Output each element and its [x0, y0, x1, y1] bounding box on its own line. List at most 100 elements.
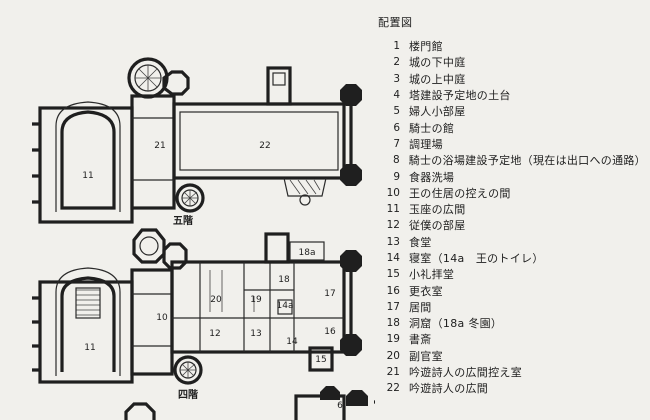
room-21-wall	[130, 94, 176, 210]
legend-item: 18 洞窟（18a 冬園）	[378, 315, 646, 331]
legend-item: 19 書斎	[378, 331, 646, 347]
grand-staircase	[76, 289, 100, 316]
throne-hall-wall	[38, 106, 134, 224]
legend-label: 洞窟（18a 冬園）	[409, 317, 503, 331]
legend-label: 食器洗場	[409, 170, 455, 184]
octagon-stair-4	[132, 228, 166, 264]
legend-num: 5	[393, 105, 400, 118]
legend-num: 1	[393, 40, 400, 53]
room-num-14a: 14a	[277, 301, 294, 311]
legend-num: 6	[393, 121, 400, 134]
legend-item: 7 調理場	[378, 136, 646, 152]
room-num-11: 11	[82, 171, 93, 181]
legend-label: 居間	[409, 300, 432, 314]
legend-label: 吟遊詩人の広間	[409, 382, 489, 396]
room-num-11-4: 11	[84, 343, 95, 353]
legend-item: 2 城の下中庭	[378, 54, 646, 70]
fourth-floor-plan: 18a 18 20 19 14a 17 10 11 12 13 14 16 15…	[32, 228, 362, 401]
legend-label: 書斎	[409, 333, 432, 347]
floor-plans: 11 21 22 五階	[32, 57, 375, 420]
spiral-stair-lower	[175, 183, 205, 213]
room-num-14: 14	[286, 337, 298, 347]
legend-label: 楼門館	[409, 40, 443, 54]
legend-item: 3 城の上中庭	[378, 71, 646, 87]
lower-floor-plan-partial: 6	[124, 386, 375, 420]
legend-item: 8 騎士の浴場建設予定地（現在は出口への通路）	[378, 152, 646, 168]
legend-num: 12	[386, 219, 400, 232]
spiral-stair-4-lower	[173, 355, 203, 385]
room-num-6: 6	[337, 401, 343, 411]
legend-label: 更衣室	[409, 284, 443, 298]
throne-hall-apse	[60, 110, 116, 210]
legend-num: 4	[393, 89, 400, 102]
legend-label: 城の上中庭	[409, 72, 466, 86]
legend-item: 1 楼門館	[378, 38, 646, 54]
legend-item: 21 吟遊詩人の広間控え室	[378, 364, 646, 380]
legend-num: 7	[393, 137, 400, 150]
legend-label: 寝室（14a 王のトイレ）	[409, 252, 544, 265]
hall-22-wall	[172, 102, 346, 180]
room-num-16: 16	[324, 327, 336, 337]
corner-tower-se	[340, 164, 362, 186]
suite-wall-4	[170, 260, 346, 354]
legend-label: 騎士の館	[409, 121, 455, 135]
chimney-tower	[266, 66, 292, 106]
room-num-19: 19	[250, 295, 262, 305]
legend-item: 20 副官室	[378, 348, 646, 364]
legend-label: 玉座の広間	[409, 203, 466, 217]
room-num-10: 10	[156, 313, 168, 323]
legend-num: 22	[386, 382, 400, 395]
room-num-15: 15	[315, 355, 326, 365]
legend-label: 食堂	[409, 235, 432, 249]
throne-hall-4-wall	[38, 280, 134, 384]
legend-item: 13 食堂	[378, 234, 646, 250]
floor-label-fifth: 五階	[173, 214, 193, 227]
chapel-15	[308, 346, 334, 372]
legend-title: 配置図	[378, 16, 413, 29]
legend-label: 吟遊詩人の広間控え室	[409, 366, 522, 380]
legend-num: 17	[386, 300, 400, 313]
legend-item: 10 王の住居の控えの間	[378, 185, 646, 201]
legend-num: 15	[386, 268, 400, 281]
legend-item: 22 吟遊詩人の広間	[378, 380, 646, 396]
legend-label: 小礼拝堂	[409, 268, 455, 282]
legend-label: 副官室	[409, 349, 443, 363]
legend-num: 16	[386, 284, 400, 297]
fifth-floor-plan: 11 21 22 五階	[32, 57, 362, 227]
legend-num: 19	[386, 333, 400, 346]
room-num-20: 20	[210, 295, 222, 305]
legend-item: 16 更衣室	[378, 282, 646, 298]
legend-item: 6 騎士の館	[378, 119, 646, 135]
legend-num: 14	[386, 252, 400, 264]
legend-num: 21	[386, 366, 400, 379]
room-num-13: 13	[250, 329, 261, 339]
legend-label: 調理場	[409, 137, 443, 151]
legend-num: 2	[393, 56, 400, 69]
legend-item: 17 居間	[378, 299, 646, 315]
octagon-tower-upper	[162, 70, 190, 96]
legend-num: 20	[386, 349, 400, 362]
legend-num: 8	[393, 154, 400, 167]
corner-tower-ne	[340, 84, 362, 106]
legend-label: 婦人小部屋	[409, 105, 466, 119]
legend-label: 王の住居の控えの間	[409, 186, 511, 200]
legend-num: 13	[386, 235, 400, 248]
legend-num: 3	[393, 72, 400, 85]
legend-num: 10	[386, 186, 400, 199]
legend-num: 18	[386, 317, 400, 330]
spiral-stair-upper	[127, 57, 169, 99]
legend-item: 5 婦人小部屋	[378, 103, 646, 119]
floor-label-fourth: 四階	[178, 388, 198, 401]
tower-18a	[264, 232, 290, 264]
room-num-22: 22	[259, 141, 270, 151]
legend-label: 騎士の浴場建設予定地（現在は出口への通路）	[408, 154, 646, 168]
legend-label: 城の下中庭	[409, 56, 466, 70]
legend-item: 14 寝室（14a 王のトイレ）	[378, 250, 646, 266]
legend-item: 15 小礼拝堂	[378, 266, 646, 282]
